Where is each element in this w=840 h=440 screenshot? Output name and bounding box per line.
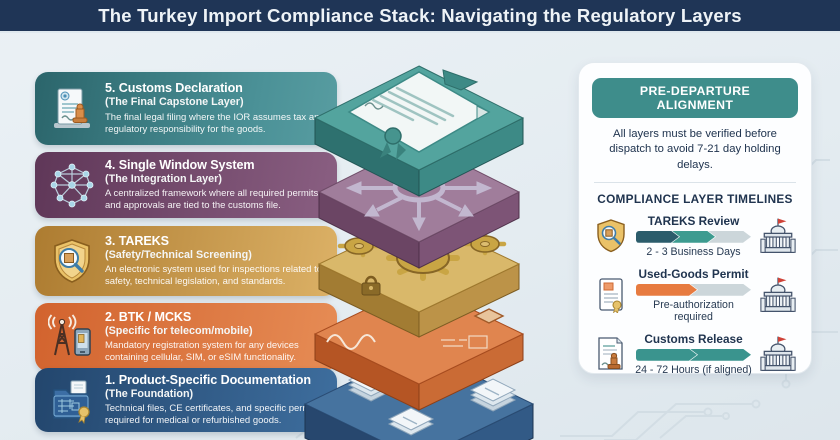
- layer-title: 1. Product-Specific Documentation: [105, 372, 311, 387]
- network-nodes-icon: [43, 161, 101, 209]
- panel-divider: [594, 181, 796, 183]
- timeline-row-used-goods-permit: Used-Goods Permit Pre-authorization requ…: [592, 267, 798, 323]
- timelines-section-title: COMPLIANCE LAYER TIMELINES: [597, 191, 793, 206]
- shield-magnifier-icon: [592, 218, 629, 254]
- layer-title: 3. TAREKS: [105, 233, 169, 248]
- layer-title: 4. Single Window System: [105, 157, 255, 172]
- timeline-progress-arrow: [636, 284, 751, 296]
- layer-description: A centralized framework where all requir…: [105, 188, 319, 212]
- layer-subtitle: (The Integration Layer): [105, 172, 222, 185]
- timeline-duration: Pre-authorization required: [653, 298, 734, 323]
- layer-subtitle: (Safety/Technical Screening): [105, 248, 252, 261]
- panel-note: All layers must be verified before dispa…: [609, 128, 781, 171]
- timeline-duration: 2 - 3 Business Days: [646, 245, 741, 258]
- layer-subtitle: (Specific for telecom/mobile): [105, 324, 253, 337]
- layer-card-product-docs: 1. Product-Specific Documentation (The F…: [35, 368, 337, 432]
- page-title: The Turkey Import Compliance Stack: Navi…: [98, 4, 742, 26]
- layer-card-single-window: 4. Single Window System (The Integration…: [35, 152, 337, 218]
- layer-description: An electronic system used for inspection…: [105, 264, 323, 288]
- timeline-title: Used-Goods Permit: [638, 266, 749, 281]
- layer-subtitle: (The Foundation): [105, 387, 194, 400]
- document-stamp-icon: [43, 85, 101, 133]
- stack-illustration: [303, 65, 535, 440]
- layer-card-customs-declaration: 5. Customs Declaration (The Final Capsto…: [35, 72, 337, 145]
- pre-departure-panel: PRE-DEPARTURE ALIGNMENT All layers must …: [578, 62, 812, 376]
- timeline-progress-arrow: [636, 231, 751, 243]
- stamped-document-icon: [592, 336, 629, 372]
- layer-title: 2. BTK / MCKS: [105, 309, 192, 324]
- folder-blueprint-icon: [43, 376, 101, 424]
- layer-description: The final legal filing where the IOR ass…: [105, 111, 325, 135]
- government-building-icon: [758, 217, 798, 255]
- layer-description: Technical files, CE certificates, and sp…: [105, 403, 320, 427]
- shield-magnifier-icon: [43, 237, 101, 285]
- permit-document-icon: [592, 277, 629, 313]
- layer-description: Mandatory registration system for any de…: [105, 340, 299, 364]
- title-bar: The Turkey Import Compliance Stack: Navi…: [0, 0, 840, 33]
- antenna-phone-icon: [43, 313, 101, 361]
- timeline-duration: 24 - 72 Hours (if aligned): [635, 363, 752, 376]
- timeline-title: TAREKS Review: [647, 213, 740, 228]
- government-building-icon: [758, 335, 798, 373]
- government-building-icon: [758, 276, 798, 314]
- layer-card-btk-mcks: 2. BTK / MCKS (Specific for telecom/mobi…: [35, 303, 337, 371]
- pre-departure-badge: PRE-DEPARTURE ALIGNMENT: [592, 78, 798, 118]
- certificate-ribbon-icon: [347, 69, 491, 160]
- layer-card-tareks: 3. TAREKS (Safety/Technical Screening) A…: [35, 226, 337, 296]
- stack-layer-customs-declaration: [313, 65, 525, 197]
- layer-title: 5. Customs Declaration: [105, 81, 243, 96]
- timeline-progress-arrow: [636, 349, 751, 361]
- timeline-row-customs-release: Customs Release 24 - 72 Hours (if aligne…: [592, 332, 798, 376]
- timeline-row-tareks-review: TAREKS Review 2 - 3 Business Days: [592, 214, 798, 258]
- timeline-title: Customs Release: [644, 331, 743, 346]
- layer-subtitle: (The Final Capstone Layer): [105, 96, 244, 109]
